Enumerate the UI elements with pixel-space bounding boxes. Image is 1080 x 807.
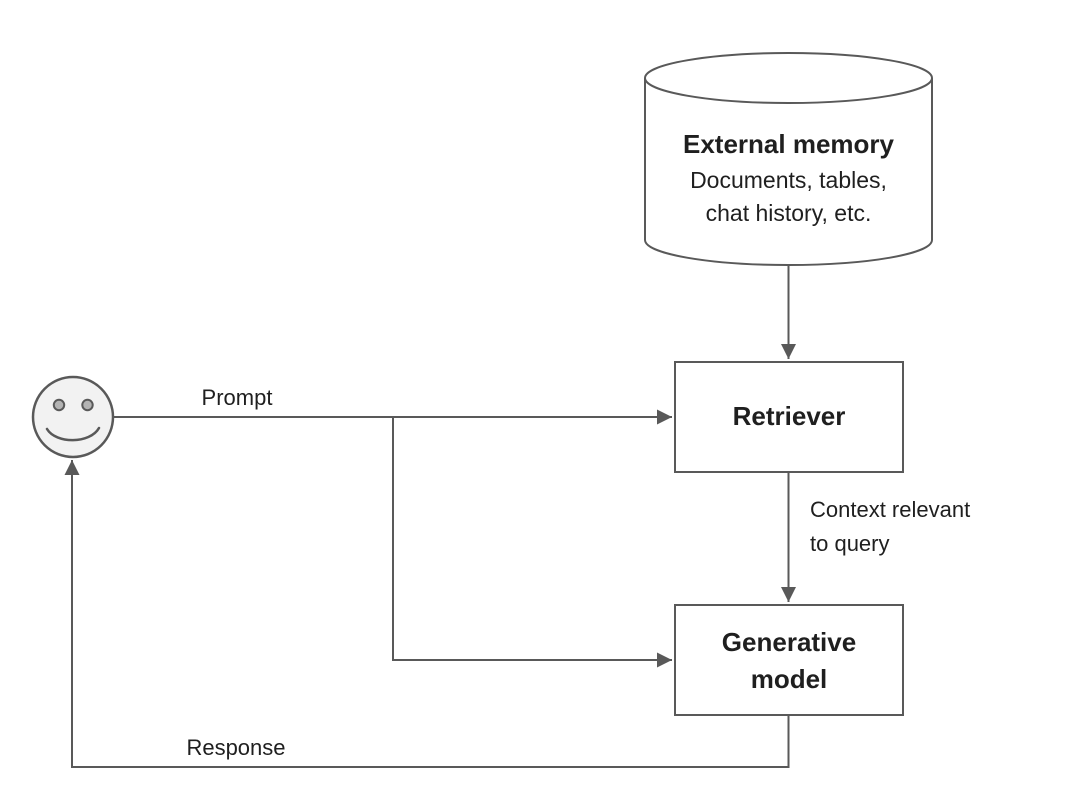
- arrow-prompt-branch-to-generative-model: [392, 417, 672, 668]
- context-label-line1: Context relevant: [810, 497, 970, 522]
- retriever-box: [674, 361, 904, 473]
- external-memory-node: External memory Documents, tables, chat …: [644, 52, 933, 267]
- external-memory-subtitle-line2: chat history, etc.: [706, 200, 872, 226]
- context-label-line2: to query: [810, 531, 890, 556]
- generative-model-label-line2: model: [751, 664, 828, 694]
- external-memory-title: External memory: [683, 129, 895, 159]
- user-face: [31, 375, 115, 459]
- database-cylinder-top: [644, 52, 933, 104]
- generative-model-box: [674, 604, 904, 716]
- retriever-node: Retriever: [674, 361, 904, 473]
- retriever-label: Retriever: [733, 401, 846, 431]
- prompt-label: Prompt: [202, 385, 273, 410]
- generative-model-label-line1: Generative: [722, 627, 856, 657]
- user-left-eye: [52, 398, 66, 412]
- user-right-eye: [81, 398, 94, 412]
- generative-model-node: Generative model: [674, 604, 904, 716]
- database-cylinder-body: [644, 78, 933, 267]
- user-smiley-icon: [31, 375, 115, 459]
- user-smile: [45, 426, 101, 442]
- response-label: Response: [186, 735, 285, 760]
- arrow-response-to-user: [64, 460, 790, 768]
- external-memory-subtitle-line1: Documents, tables,: [690, 167, 887, 193]
